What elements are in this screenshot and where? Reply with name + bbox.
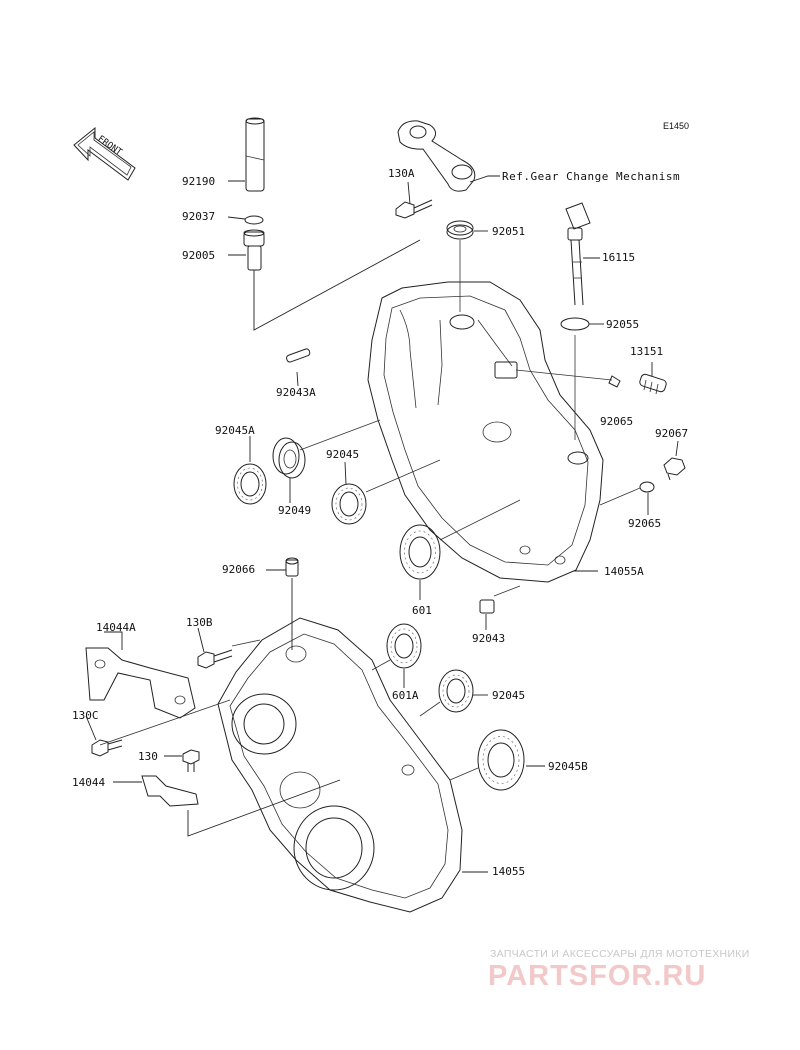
- label-92005: 92005: [182, 249, 216, 262]
- label-601A: 601A: [392, 689, 419, 702]
- watermark-tagline: ЗАПЧАСТИ И АКСЕССУАРЫ ДЛЯ МОТОТЕХНИКИ: [490, 948, 750, 960]
- bearing-92045: [331, 483, 367, 525]
- label-92045-lower: 92045: [492, 689, 526, 702]
- bolt-130A: [395, 199, 433, 219]
- label-14044A: 14044A: [96, 621, 136, 634]
- bearing-601A: [386, 623, 422, 669]
- reference-note: Ref.Gear Change Mechanism: [502, 170, 681, 183]
- seal-92049: [272, 437, 306, 479]
- watermark-logo: PARTSFOR.RU: [488, 960, 707, 992]
- label-92067: 92067: [655, 427, 689, 440]
- label-130B: 130B: [186, 616, 213, 629]
- label-92045-upper: 92045: [326, 448, 360, 461]
- bearing-92045B: [477, 729, 525, 791]
- plug-92067: [663, 457, 686, 481]
- o-ring-92055: [560, 317, 590, 331]
- label-92045B: 92045B: [548, 760, 588, 773]
- sheet-id: E1450: [663, 121, 690, 131]
- bearing-601: [399, 524, 441, 580]
- crankcase-14055A: [367, 281, 604, 583]
- label-601: 601: [412, 604, 432, 617]
- dipstick-16115: [565, 202, 591, 306]
- label-130A: 130A: [388, 167, 415, 180]
- label-92037: 92037: [182, 210, 216, 223]
- bolt-130C: [91, 739, 123, 757]
- label-130: 130: [138, 750, 158, 763]
- bolt-130: [182, 749, 200, 772]
- bracket-14044A: [85, 647, 196, 719]
- label-14055A: 14055A: [604, 565, 644, 578]
- label-13151: 13151: [630, 345, 664, 358]
- label-92045A: 92045A: [215, 424, 255, 437]
- crankcase-14055: [217, 617, 463, 913]
- washer-92065: [639, 481, 655, 493]
- label-92065-lower: 92065: [628, 517, 662, 530]
- label-92055: 92055: [606, 318, 640, 331]
- front-arrow-icon: [73, 126, 136, 181]
- plug-92066: [285, 557, 299, 577]
- label-92065-upper: 92065: [600, 415, 634, 428]
- label-14044: 14044: [72, 776, 106, 789]
- label-92066: 92066: [222, 563, 256, 576]
- label-16115: 16115: [602, 251, 636, 264]
- bearing-92045-lower: [438, 669, 474, 713]
- o-ring-92037: [244, 215, 264, 225]
- label-92051: 92051: [492, 225, 526, 238]
- label-130C: 130C: [72, 709, 99, 722]
- label-92049: 92049: [278, 504, 312, 517]
- gear-change-lever: [397, 120, 476, 192]
- label-92043A: 92043A: [276, 386, 316, 399]
- dowel-pin-92043: [479, 599, 495, 614]
- dowel-pin-92043A: [286, 348, 311, 363]
- label-92043: 92043: [472, 632, 506, 645]
- pin-92190: [245, 117, 265, 192]
- label-14055: 14055: [492, 865, 526, 878]
- fitting-92005: [243, 229, 265, 271]
- label-92190: 92190: [182, 175, 216, 188]
- bearing-92045A: [233, 463, 267, 505]
- bracket-14044: [141, 775, 199, 807]
- seal-92051: [446, 220, 474, 240]
- leader-lines: [85, 175, 679, 873]
- bolt-130B: [197, 649, 233, 669]
- spring-13151: [608, 373, 667, 395]
